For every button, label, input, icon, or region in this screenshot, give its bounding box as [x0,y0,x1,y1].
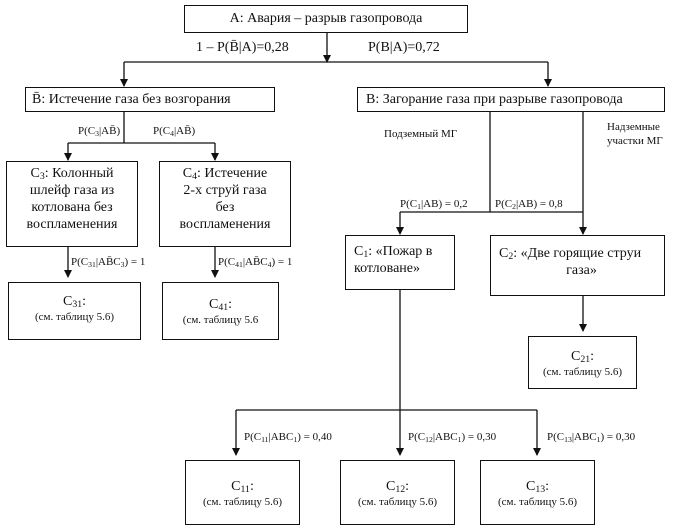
c12-note: (см. таблицу 5.6) [357,496,438,508]
c2-box: C2: «Две горящие струи газа» [490,235,665,296]
root-label: A: Авария – разрыв газопровода [229,11,423,26]
prob-c41: P(C41|AB̄C4) = 1 [218,256,293,269]
c1-box: C1: «Пожар в котловане» [345,235,455,290]
root-box: A: Авария – разрыв газопровода [184,5,468,33]
c31-box: C31: (см. таблицу 5.6) [8,282,141,340]
underground-label: Подземный МГ [384,128,458,140]
prob-b-bar: 1 – P(B̄|A)=0,28 [196,40,289,55]
b-box: B: Загорание газа при разрыве газопровод… [357,87,665,112]
c3-box: C3: Колонный шлейф газа из котлована без… [6,161,138,247]
above-label-1: Надземные [607,121,660,133]
b-text: B: Загорание газа при разрыве газопровод… [366,92,623,107]
c41-box: C41: (см. таблицу 5.6 [162,282,279,340]
c41-note: (см. таблицу 5.6 [182,314,259,326]
c31-note: (см. таблицу 5.6) [34,311,115,323]
b-bar-symbol: B̄ [32,92,42,107]
c21-note: (см. таблицу 5.6) [542,366,623,378]
prob-c2: P(C2|AB) = 0,8 [495,198,563,211]
b-bar-text: : Истечение газа без возгорания [41,92,231,107]
c11-note: (см. таблицу 5.6) [202,496,283,508]
prob-c3: P(C3|AB̄) [78,125,121,138]
prob-c12: P(C12|ABC1) = 0,30 [408,431,497,444]
prob-c31: P(C31|AB̄C3) = 1 [71,256,146,269]
b-bar-box: B̄: Истечение газа без возгорания [25,87,275,112]
prob-c4: P(C4|AB̄) [153,125,196,138]
c21-box: C21: (см. таблицу 5.6) [528,336,637,389]
c4-box: C4: Истечение 2-х струй газа без восплам… [159,161,291,247]
c13-note: (см. таблицу 5.6) [497,496,578,508]
prob-c11: P(C11|ABC1) = 0,40 [244,431,332,444]
c13-box: C13: (см. таблицу 5.6) [480,460,595,525]
prob-c13: P(C13|ABC1) = 0,30 [547,431,636,444]
prob-b: P(B|A)=0,72 [368,40,440,55]
prob-c1: P(C1|AB) = 0,2 [400,198,468,211]
above-label-2: участки МГ [607,135,663,147]
c11-box: C11: (см. таблицу 5.6) [185,460,300,525]
c12-box: C12: (см. таблицу 5.6) [340,460,455,525]
